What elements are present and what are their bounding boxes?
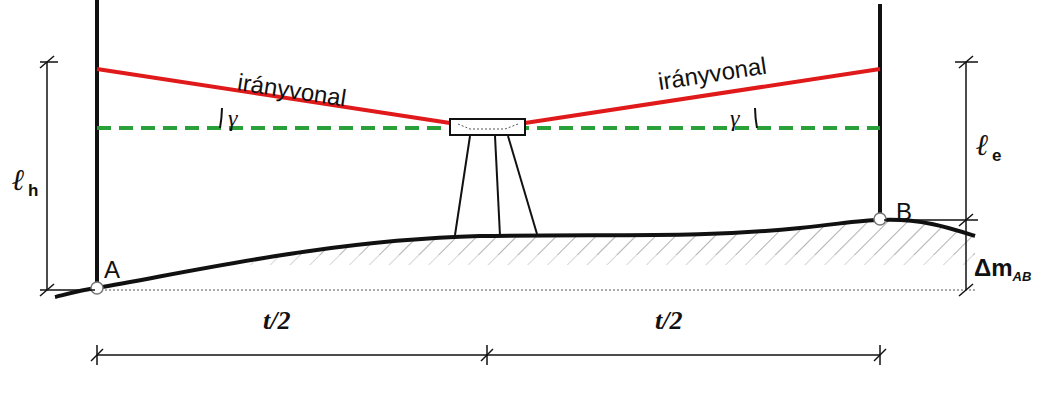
point-marker xyxy=(874,213,886,225)
level-instrument xyxy=(450,119,537,236)
dimension-label: ℓ xyxy=(12,165,25,195)
ground-line xyxy=(55,220,975,297)
angle-arc xyxy=(755,108,757,128)
point-label: A xyxy=(104,258,120,282)
angle-label: γ xyxy=(228,106,237,130)
point-label: B xyxy=(896,200,912,224)
dimension-label: t/2 xyxy=(655,308,682,334)
dimension-label: ℓ xyxy=(976,130,989,160)
dimension-subscript: e xyxy=(992,147,1001,164)
angle-arc xyxy=(220,108,222,128)
dimension-subscript: AB xyxy=(1013,270,1032,283)
dimension-lines xyxy=(40,56,978,365)
levelling-staff xyxy=(95,0,99,288)
dimension-subscript: h xyxy=(28,182,38,199)
levelling-staff xyxy=(878,4,882,220)
dimension-label: Δm xyxy=(974,256,1013,280)
sight-line xyxy=(97,69,450,123)
point-marker xyxy=(91,282,103,294)
dimension-label: t/2 xyxy=(263,308,290,334)
angle-label: γ xyxy=(730,106,739,130)
sight-line-label: irányvonal xyxy=(236,70,348,110)
reference-line xyxy=(97,290,975,291)
